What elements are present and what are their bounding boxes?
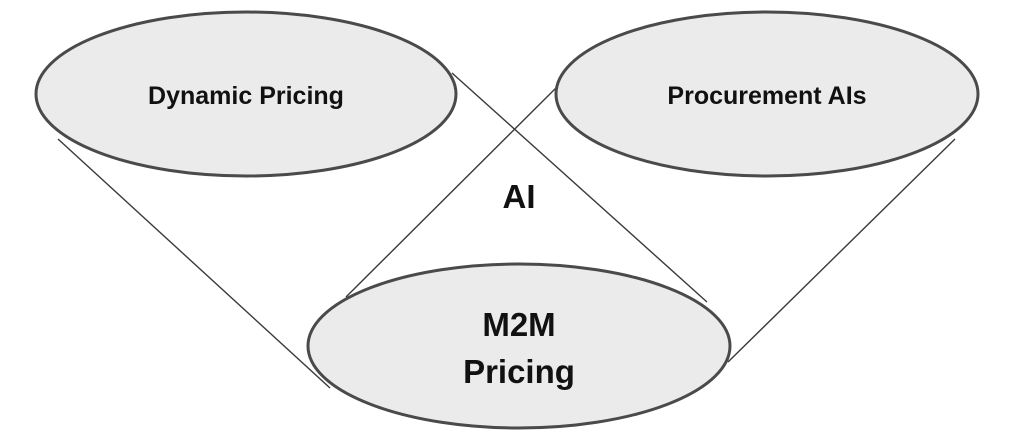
m2m-pricing-node xyxy=(306,262,732,430)
procurement-ais-label: Procurement AIs xyxy=(667,82,866,110)
connector-right-inner xyxy=(345,81,563,298)
dynamic-pricing-label: Dynamic Pricing xyxy=(148,82,344,110)
connector-left-inner xyxy=(451,72,708,303)
procurement-ais-node xyxy=(554,10,980,178)
connector-right-outer xyxy=(727,138,956,363)
pricing-label: Pricing xyxy=(463,353,575,390)
connector-left-outer xyxy=(57,138,331,389)
dynamic-pricing-node xyxy=(34,10,458,178)
m2m-label: M2M xyxy=(482,306,555,343)
ai-center-label: AI xyxy=(503,178,536,215)
